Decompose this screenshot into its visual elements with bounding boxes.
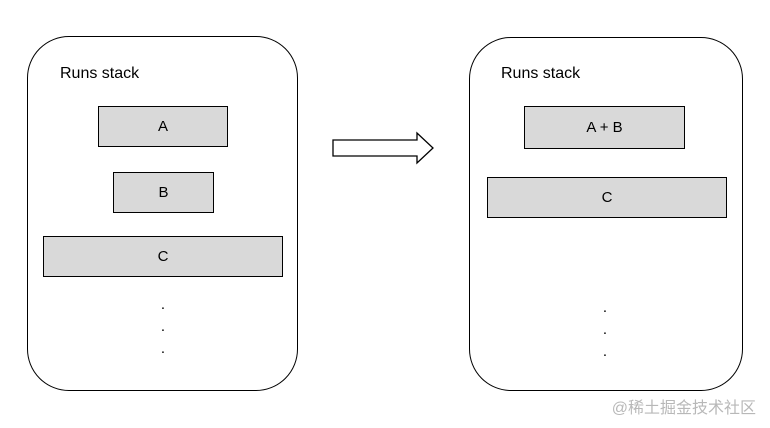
right-ellipsis: . . . bbox=[602, 299, 608, 360]
right-panel-title: Runs stack bbox=[501, 65, 581, 82]
run-box-b: B bbox=[113, 172, 214, 213]
run-box-a: A bbox=[98, 106, 228, 147]
run-box-a-plus-b: A + B bbox=[524, 106, 685, 149]
left-ellipsis: . . . bbox=[160, 296, 166, 357]
transform-arrow-icon bbox=[332, 131, 434, 165]
left-panel-title: Runs stack bbox=[60, 65, 140, 82]
right-runs-stack-panel: Runs stack A + B C . . . bbox=[469, 37, 743, 391]
watermark-text: @稀土掘金技术社区 bbox=[611, 400, 756, 417]
left-runs-stack-panel: Runs stack A B C . . . bbox=[27, 36, 298, 391]
run-box-c: C bbox=[487, 177, 727, 218]
run-box-c: C bbox=[43, 236, 283, 277]
